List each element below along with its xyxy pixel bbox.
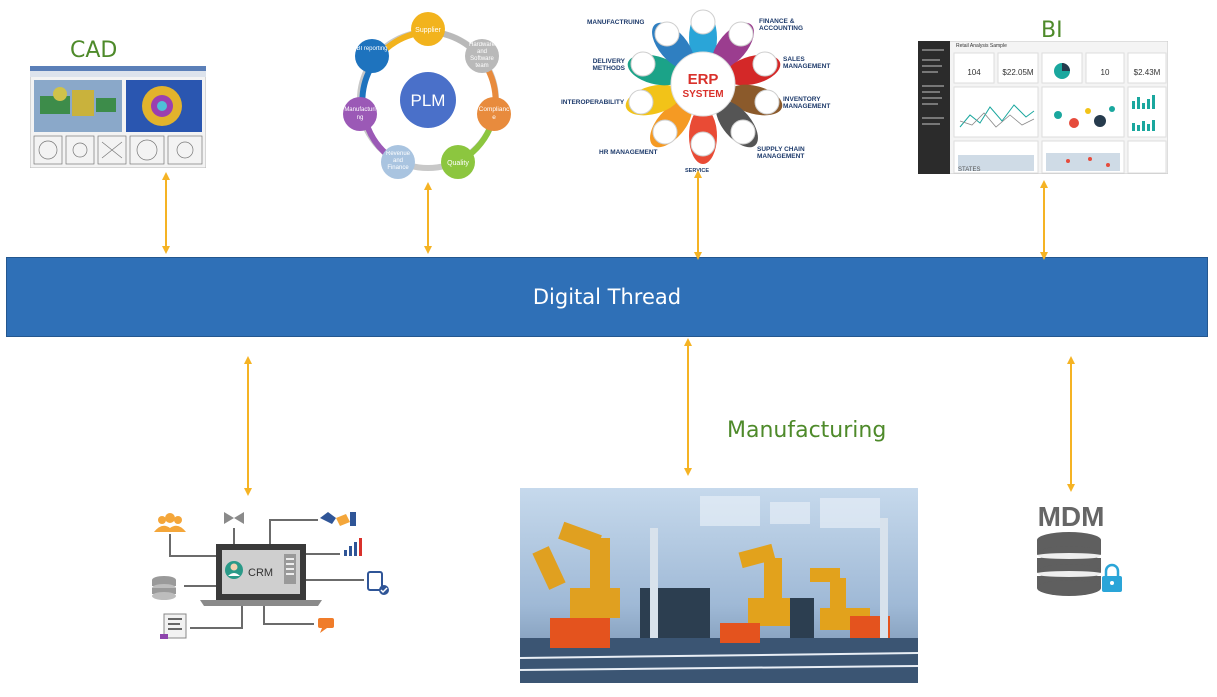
lock-icon <box>1102 563 1122 592</box>
bar-chart-icon <box>344 538 362 556</box>
svg-text:Supplier: Supplier <box>415 27 441 34</box>
users-icon <box>154 513 186 532</box>
document-icon <box>160 613 187 639</box>
handshake-icon <box>320 512 356 526</box>
erp-item-hr: HR MANAGEMENT <box>599 149 658 156</box>
robot-arm-left <box>532 521 620 618</box>
plm-node-compliance <box>477 97 511 131</box>
erp-item-sales: SALES MANAGEMENT <box>783 56 831 70</box>
erp-item-inventory: INVENTORY MANAGEMENT <box>783 96 831 110</box>
plm-node-hardware-software <box>465 39 499 73</box>
digital-thread-label: Digital Thread <box>532 285 682 309</box>
plm-center-label: PLM <box>411 91 446 110</box>
erp-item-finance: FINANCE & ACCOUNTING <box>759 18 804 32</box>
cad-label: CAD <box>70 38 118 63</box>
plm-center <box>400 72 456 128</box>
bi-kpi-4: $2.43M <box>1134 68 1161 77</box>
mdm-icon: MDM <box>1035 501 1122 596</box>
erp-item-delivery: DELIVERY METHODS <box>592 58 626 72</box>
clipboard-check-icon <box>367 571 389 595</box>
bi-dashboard: Retail Analysis Sample 104 $22.05M 10 $2… <box>918 41 1168 174</box>
bi-map-label: STATES <box>958 167 980 173</box>
bi-dashboard-title: Retail Analysis Sample <box>956 43 1007 49</box>
erp-center <box>670 51 736 117</box>
crm-label: CRM <box>248 567 273 579</box>
bi-kpi-2: $22.05M <box>1002 68 1033 77</box>
manufacturing-label: Manufacturing <box>727 418 887 443</box>
svg-text:ERP: ERP <box>688 71 719 88</box>
bi-kpi-3: 10 <box>1101 68 1110 77</box>
digital-thread-bar: Digital Thread <box>6 257 1208 337</box>
plm-node-quality <box>441 145 475 179</box>
plm-node-revenue-finance <box>381 145 415 179</box>
bowtie-icon <box>224 512 244 524</box>
database-icon <box>152 576 176 600</box>
erp-item-interoperability: INTEROPERABILITY <box>561 99 625 106</box>
chat-icon <box>318 618 334 633</box>
bi-label: BI <box>1041 18 1063 43</box>
crm-diagram: CRM <box>152 512 389 639</box>
svg-text:Quality: Quality <box>447 160 469 167</box>
cad-screenshot <box>30 66 206 168</box>
plm-node-supplier <box>411 12 445 46</box>
plm-diagram: PLM Supplier Hardware and Software team … <box>343 12 511 179</box>
bi-kpi-1: 104 <box>967 68 981 77</box>
plm-node-manufacturing <box>343 97 377 131</box>
mdm-database-icon <box>1037 532 1101 596</box>
erp-item-supply-chain: SUPPLY CHAIN MANAGEMENT <box>757 146 805 160</box>
laptop-icon <box>200 544 322 606</box>
erp-item-manufacturing: MANUFACTRUING <box>587 19 644 26</box>
manufacturing-photo <box>520 488 918 683</box>
mdm-label: MDM <box>1038 501 1105 532</box>
plm-node-bi-reporting <box>355 39 389 73</box>
svg-text:SYSTEM: SYSTEM <box>682 89 723 100</box>
